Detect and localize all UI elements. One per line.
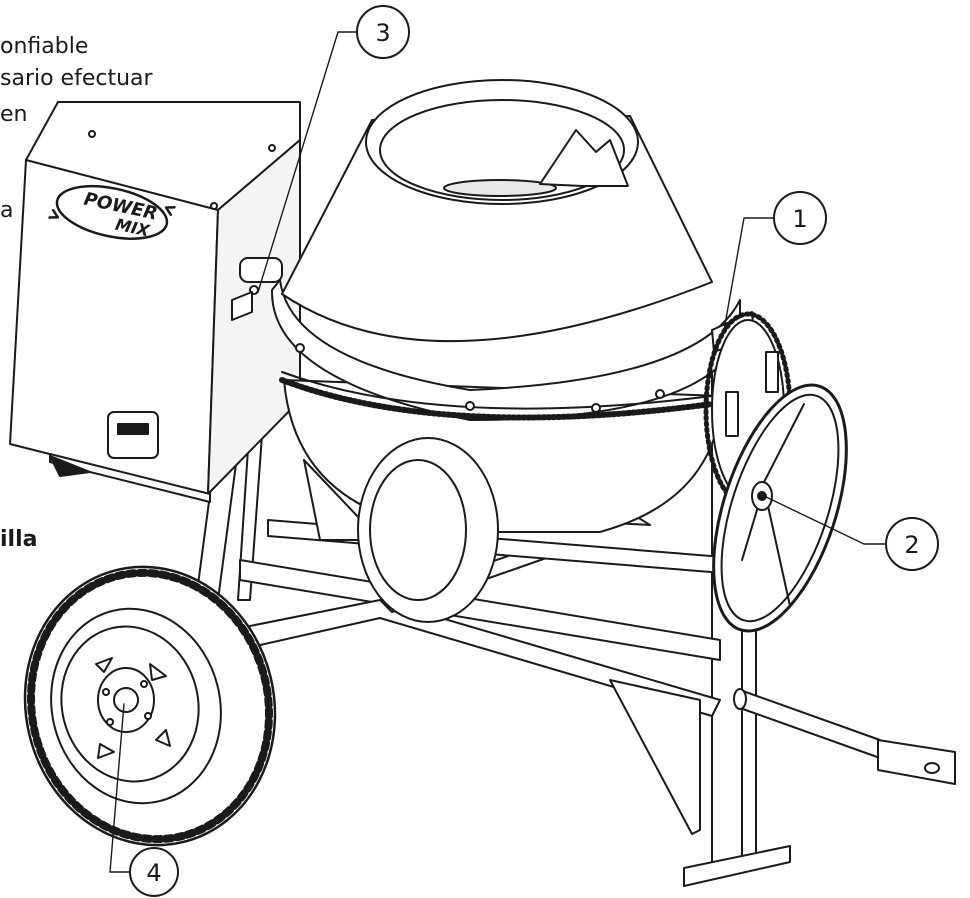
text-fragment-2: sario efectuar — [0, 66, 153, 91]
tow-bar — [733, 688, 956, 785]
text-fragment-3: en — [0, 102, 28, 127]
callout-3: 3 — [356, 5, 410, 59]
rear-wheel — [357, 437, 499, 623]
text-fragment-1: onfiable — [0, 34, 89, 59]
front-wheel — [23, 565, 277, 847]
callout-4: 4 — [129, 847, 179, 897]
callout-leaders — [109, 31, 889, 873]
callout-1: 1 — [773, 191, 827, 245]
callout-2: 2 — [885, 517, 939, 571]
text-fragment-5: illa — [0, 527, 38, 552]
callout-3-label: 3 — [375, 19, 390, 47]
handwheel — [712, 383, 848, 633]
callout-1-label: 1 — [792, 205, 807, 233]
text-fragment-4: a — [0, 198, 14, 223]
mixer-drum — [270, 79, 741, 533]
callout-4-label: 4 — [146, 859, 161, 887]
callout-2-label: 2 — [904, 531, 919, 559]
